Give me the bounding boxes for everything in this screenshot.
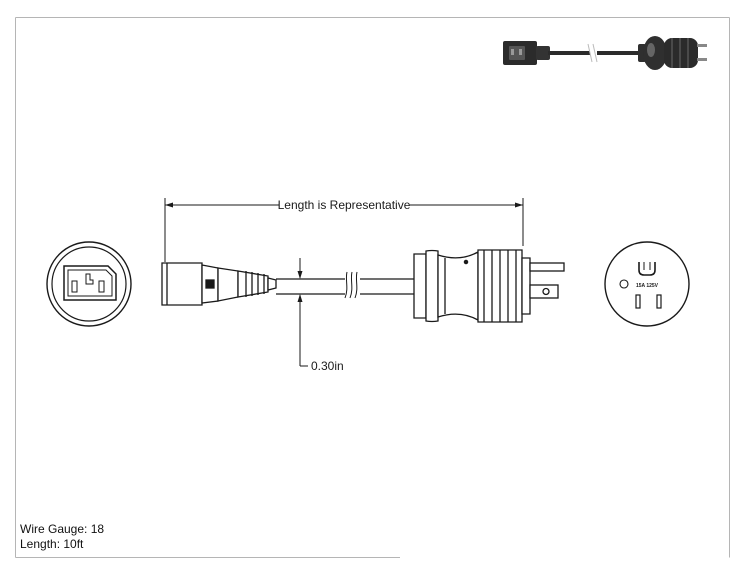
spec-block: Wire Gauge: 18 Length: 10ft bbox=[20, 522, 104, 552]
length-spec: Length: 10ft bbox=[20, 537, 84, 551]
length-dimension-label: Length is Representative bbox=[278, 198, 411, 212]
cable-side-view bbox=[276, 278, 414, 295]
length-dimension bbox=[164, 198, 524, 262]
nema-plug-side-view bbox=[413, 249, 565, 323]
wire-gauge-spec: Wire Gauge: 18 bbox=[20, 522, 105, 536]
diameter-dimension-label: 0.30in bbox=[311, 359, 344, 373]
nema-5-15p-face-icon bbox=[604, 241, 690, 327]
diameter-dimension bbox=[296, 258, 312, 367]
product-photo-thumbnail bbox=[503, 36, 707, 70]
c13-connector-side-view bbox=[161, 262, 277, 306]
iec-c13-face-icon bbox=[46, 241, 132, 327]
sheet-border bbox=[15, 17, 730, 558]
plug-rating-label: 15A 125V bbox=[636, 283, 659, 289]
cable-break-icon bbox=[344, 271, 358, 299]
